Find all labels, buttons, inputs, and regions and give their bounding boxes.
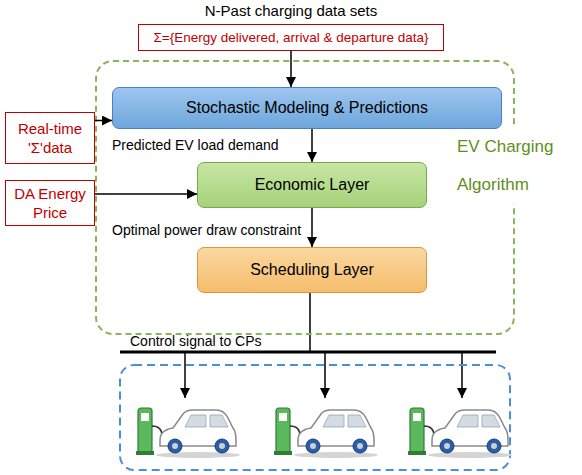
- flow-arrow: [290, 51, 292, 87]
- flow-arrow: [95, 120, 112, 122]
- process-box: Scheduling Layer: [197, 247, 427, 293]
- input-label: Real-time 'Σ'data: [6, 119, 94, 158]
- flow-arrow: [95, 193, 197, 195]
- source-heading: N-Past charging data sets: [79, 2, 503, 19]
- process-box: Economic Layer: [197, 162, 427, 208]
- box-label: Economic Layer: [255, 176, 370, 194]
- edge-label: Predicted EV load demand: [112, 137, 279, 153]
- flow-arrow: [311, 129, 313, 162]
- input-box: DA Energy Price: [5, 180, 95, 226]
- box-label: Stochastic Modeling & Predictions: [186, 99, 428, 117]
- input-box: Real-time 'Σ'data: [5, 112, 95, 164]
- control-wire: [309, 291, 311, 351]
- source-text: Σ={Energy delivered, arrival & departure…: [153, 30, 428, 45]
- control-arrow: [184, 353, 186, 398]
- process-box: Stochastic Modeling & Predictions: [112, 87, 502, 129]
- control-arrow: [461, 353, 463, 398]
- ev-charger-icon: [274, 408, 378, 458]
- control-arrow: [324, 353, 326, 398]
- flow-arrow: [311, 208, 313, 247]
- ev-charger-icon: [408, 408, 512, 458]
- algorithm-group: EV Charging AlgorithmStochastic Modeling…: [95, 60, 515, 335]
- box-label: Scheduling Layer: [250, 261, 374, 279]
- input-label: DA Energy Price: [6, 184, 94, 223]
- data-source-box: N-Past charging data setsΣ={Energy deliv…: [138, 24, 444, 51]
- annotation-label: Control signal to CPs: [130, 333, 262, 349]
- control-bus: [120, 351, 496, 354]
- group-heading: EV Charging Algorithm: [453, 128, 577, 204]
- ev-charger-icon: [136, 408, 240, 458]
- edge-label: Optimal power draw constraint: [112, 222, 301, 238]
